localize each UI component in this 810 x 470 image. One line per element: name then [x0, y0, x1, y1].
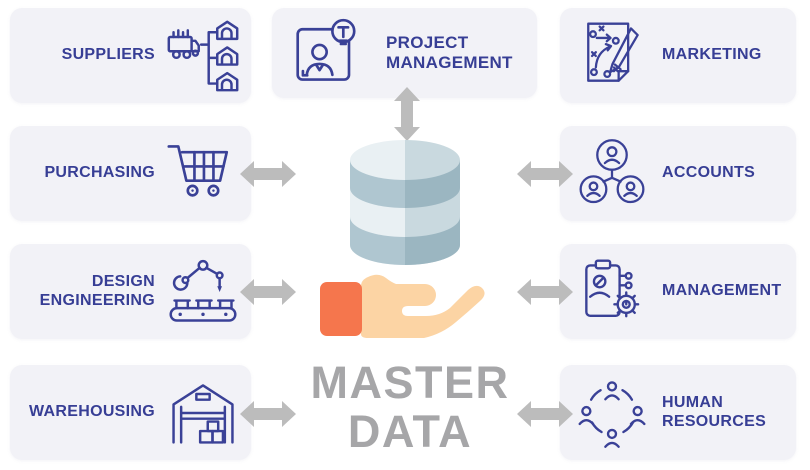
arrow-project-management-center	[389, 86, 425, 142]
master-data-title-line1: MASTER	[310, 357, 510, 408]
arrow-warehousing-center	[239, 396, 297, 432]
clipboard-gear-icon	[574, 254, 650, 330]
accounts-label: ACCOUNTS	[662, 164, 756, 182]
marketing-label: MARKETING	[662, 46, 762, 64]
warehouse-icon	[165, 375, 241, 451]
shopping-cart-icon	[165, 136, 241, 212]
node-warehousing: WAREHOUSING	[10, 365, 251, 460]
master-data-title-line2: DATA	[347, 406, 473, 457]
arrow-human-resources-center	[516, 396, 574, 432]
node-human-resources: HUMAN RESOURCES	[560, 365, 796, 460]
warehousing-label: WAREHOUSING	[29, 403, 155, 421]
human-resources-label: HUMAN RESOURCES	[662, 393, 767, 430]
robot-arm-conveyor-icon	[165, 254, 241, 330]
purchasing-label: PURCHASING	[44, 164, 155, 182]
user-network-icon	[574, 136, 650, 212]
arrow-design-engineering-center	[239, 274, 297, 310]
project-management-label: PROJECT MANAGEMENT	[386, 32, 513, 72]
node-suppliers: SUPPLIERS	[10, 8, 251, 103]
suppliers-icon	[165, 18, 241, 94]
suppliers-label: SUPPLIERS	[61, 46, 155, 64]
people-cycle-icon	[574, 375, 650, 451]
arrow-accounts-center	[516, 156, 574, 192]
strategy-plan-icon	[574, 18, 650, 94]
hand-holding-icon	[308, 272, 498, 364]
arrow-management-center	[516, 274, 574, 310]
node-project-management: PROJECT MANAGEMENT	[272, 8, 537, 98]
arrow-purchasing-center	[239, 156, 297, 192]
node-marketing: MARKETING	[560, 8, 796, 103]
node-management: MANAGEMENT	[560, 244, 796, 339]
idea-person-card-icon	[292, 15, 368, 91]
node-accounts: ACCOUNTS	[560, 126, 796, 221]
design-engineering-label: DESIGN ENGINEERING	[39, 272, 155, 309]
node-design-engineering: DESIGN ENGINEERING	[10, 244, 251, 339]
node-purchasing: PURCHASING	[10, 126, 251, 221]
management-label: MANAGEMENT	[662, 282, 782, 300]
database-icon	[350, 140, 460, 265]
master-data-title: MASTER DATA	[280, 358, 540, 456]
